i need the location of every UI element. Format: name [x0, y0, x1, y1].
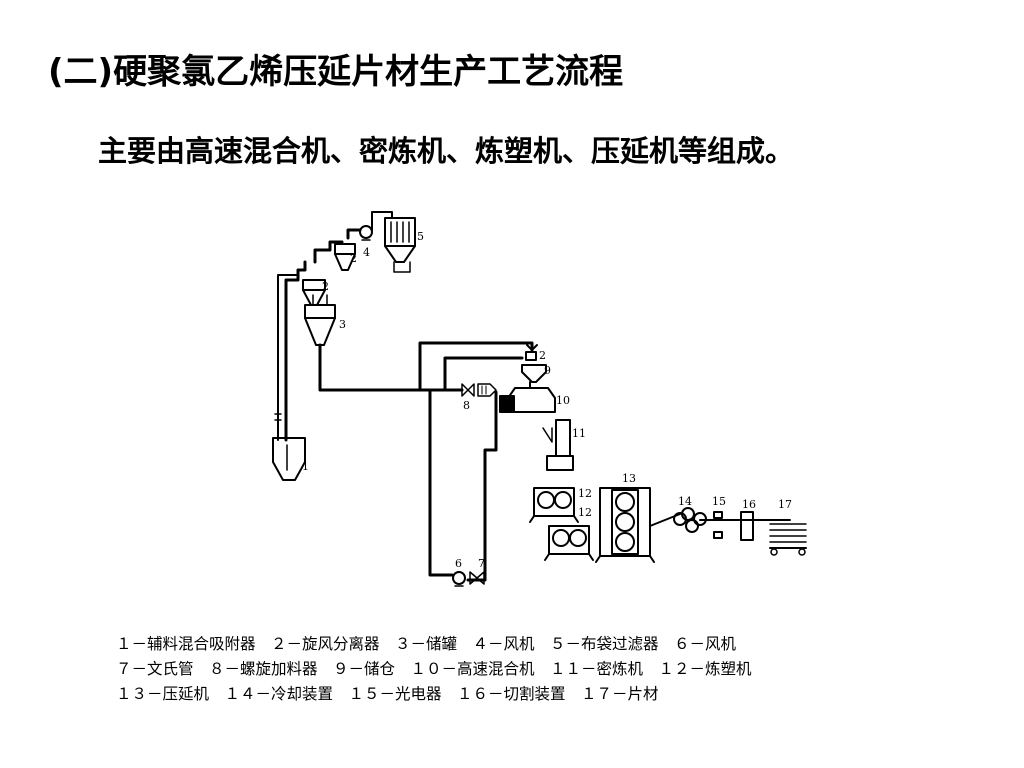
sheet-line [649, 513, 791, 527]
label-1: 1 [302, 460, 309, 473]
slide-title: (二)硬聚氯乙烯压延片材生产工艺流程 [48, 52, 624, 92]
label-11: 11 [572, 427, 586, 440]
calender-13 [595, 487, 655, 563]
screw-feeder-8 [461, 383, 497, 397]
legend-line-1: １－辅料混合吸附器 ２－旋风分离器 ３－储罐 ４－风机 ５－布袋过滤器 ６－风机 [116, 635, 737, 653]
label-15: 15 [712, 495, 726, 508]
label-2b: 2 [350, 252, 357, 265]
venturi-tube-7 [469, 571, 485, 585]
label-12a: 12 [578, 487, 592, 500]
label-10: 10 [556, 394, 570, 407]
label-2a: 2 [322, 280, 329, 293]
label-2c: 2 [539, 349, 546, 362]
internal-mixer-11 [542, 419, 574, 471]
label-6: 6 [455, 557, 462, 570]
cyclone-separator-2b [334, 243, 356, 271]
cutting-device-16 [740, 511, 754, 541]
diagram-numbers: 1 2 2 3 4 5 6 7 8 2 9 10 11 12 12 13 14 … [302, 230, 792, 570]
plasticizing-mill-12a [529, 487, 579, 523]
label-3: 3 [339, 318, 346, 331]
storage-tank-3 [304, 294, 336, 346]
legend-line-3: １３－压延机 １４－冷却装置 １５－光电器 １６－切割装置 １７－片材 [116, 685, 659, 703]
legend-line-2: ７－文氏管 ８－螺旋加料器 ９－储仓 １０－高速混合机 １１－密炼机 １２－炼塑… [116, 660, 752, 678]
label-12b: 12 [578, 506, 592, 519]
sheet-stack-17 [769, 523, 807, 556]
photoelectric-device-15 [713, 511, 723, 539]
label-14: 14 [678, 495, 692, 508]
label-13: 13 [622, 472, 636, 485]
label-16: 16 [742, 498, 756, 511]
bag-filter-5 [384, 217, 416, 273]
plasticizing-mill-12b [544, 525, 594, 561]
label-8: 8 [463, 399, 470, 412]
label-7: 7 [478, 557, 485, 570]
fan-6 [452, 571, 466, 587]
pipelines [277, 211, 538, 582]
label-4: 4 [363, 246, 370, 259]
label-9: 9 [544, 364, 551, 377]
auxiliary-mixer-1 [272, 407, 306, 481]
fan-4 [359, 225, 373, 241]
slide-subtitle: 主要由高速混合机、密炼机、炼塑机、压延机等组成。 [98, 134, 795, 168]
high-speed-mixer-10 [499, 381, 556, 413]
label-17: 17 [778, 498, 792, 511]
label-5: 5 [417, 230, 424, 243]
silo-9 [521, 351, 547, 383]
